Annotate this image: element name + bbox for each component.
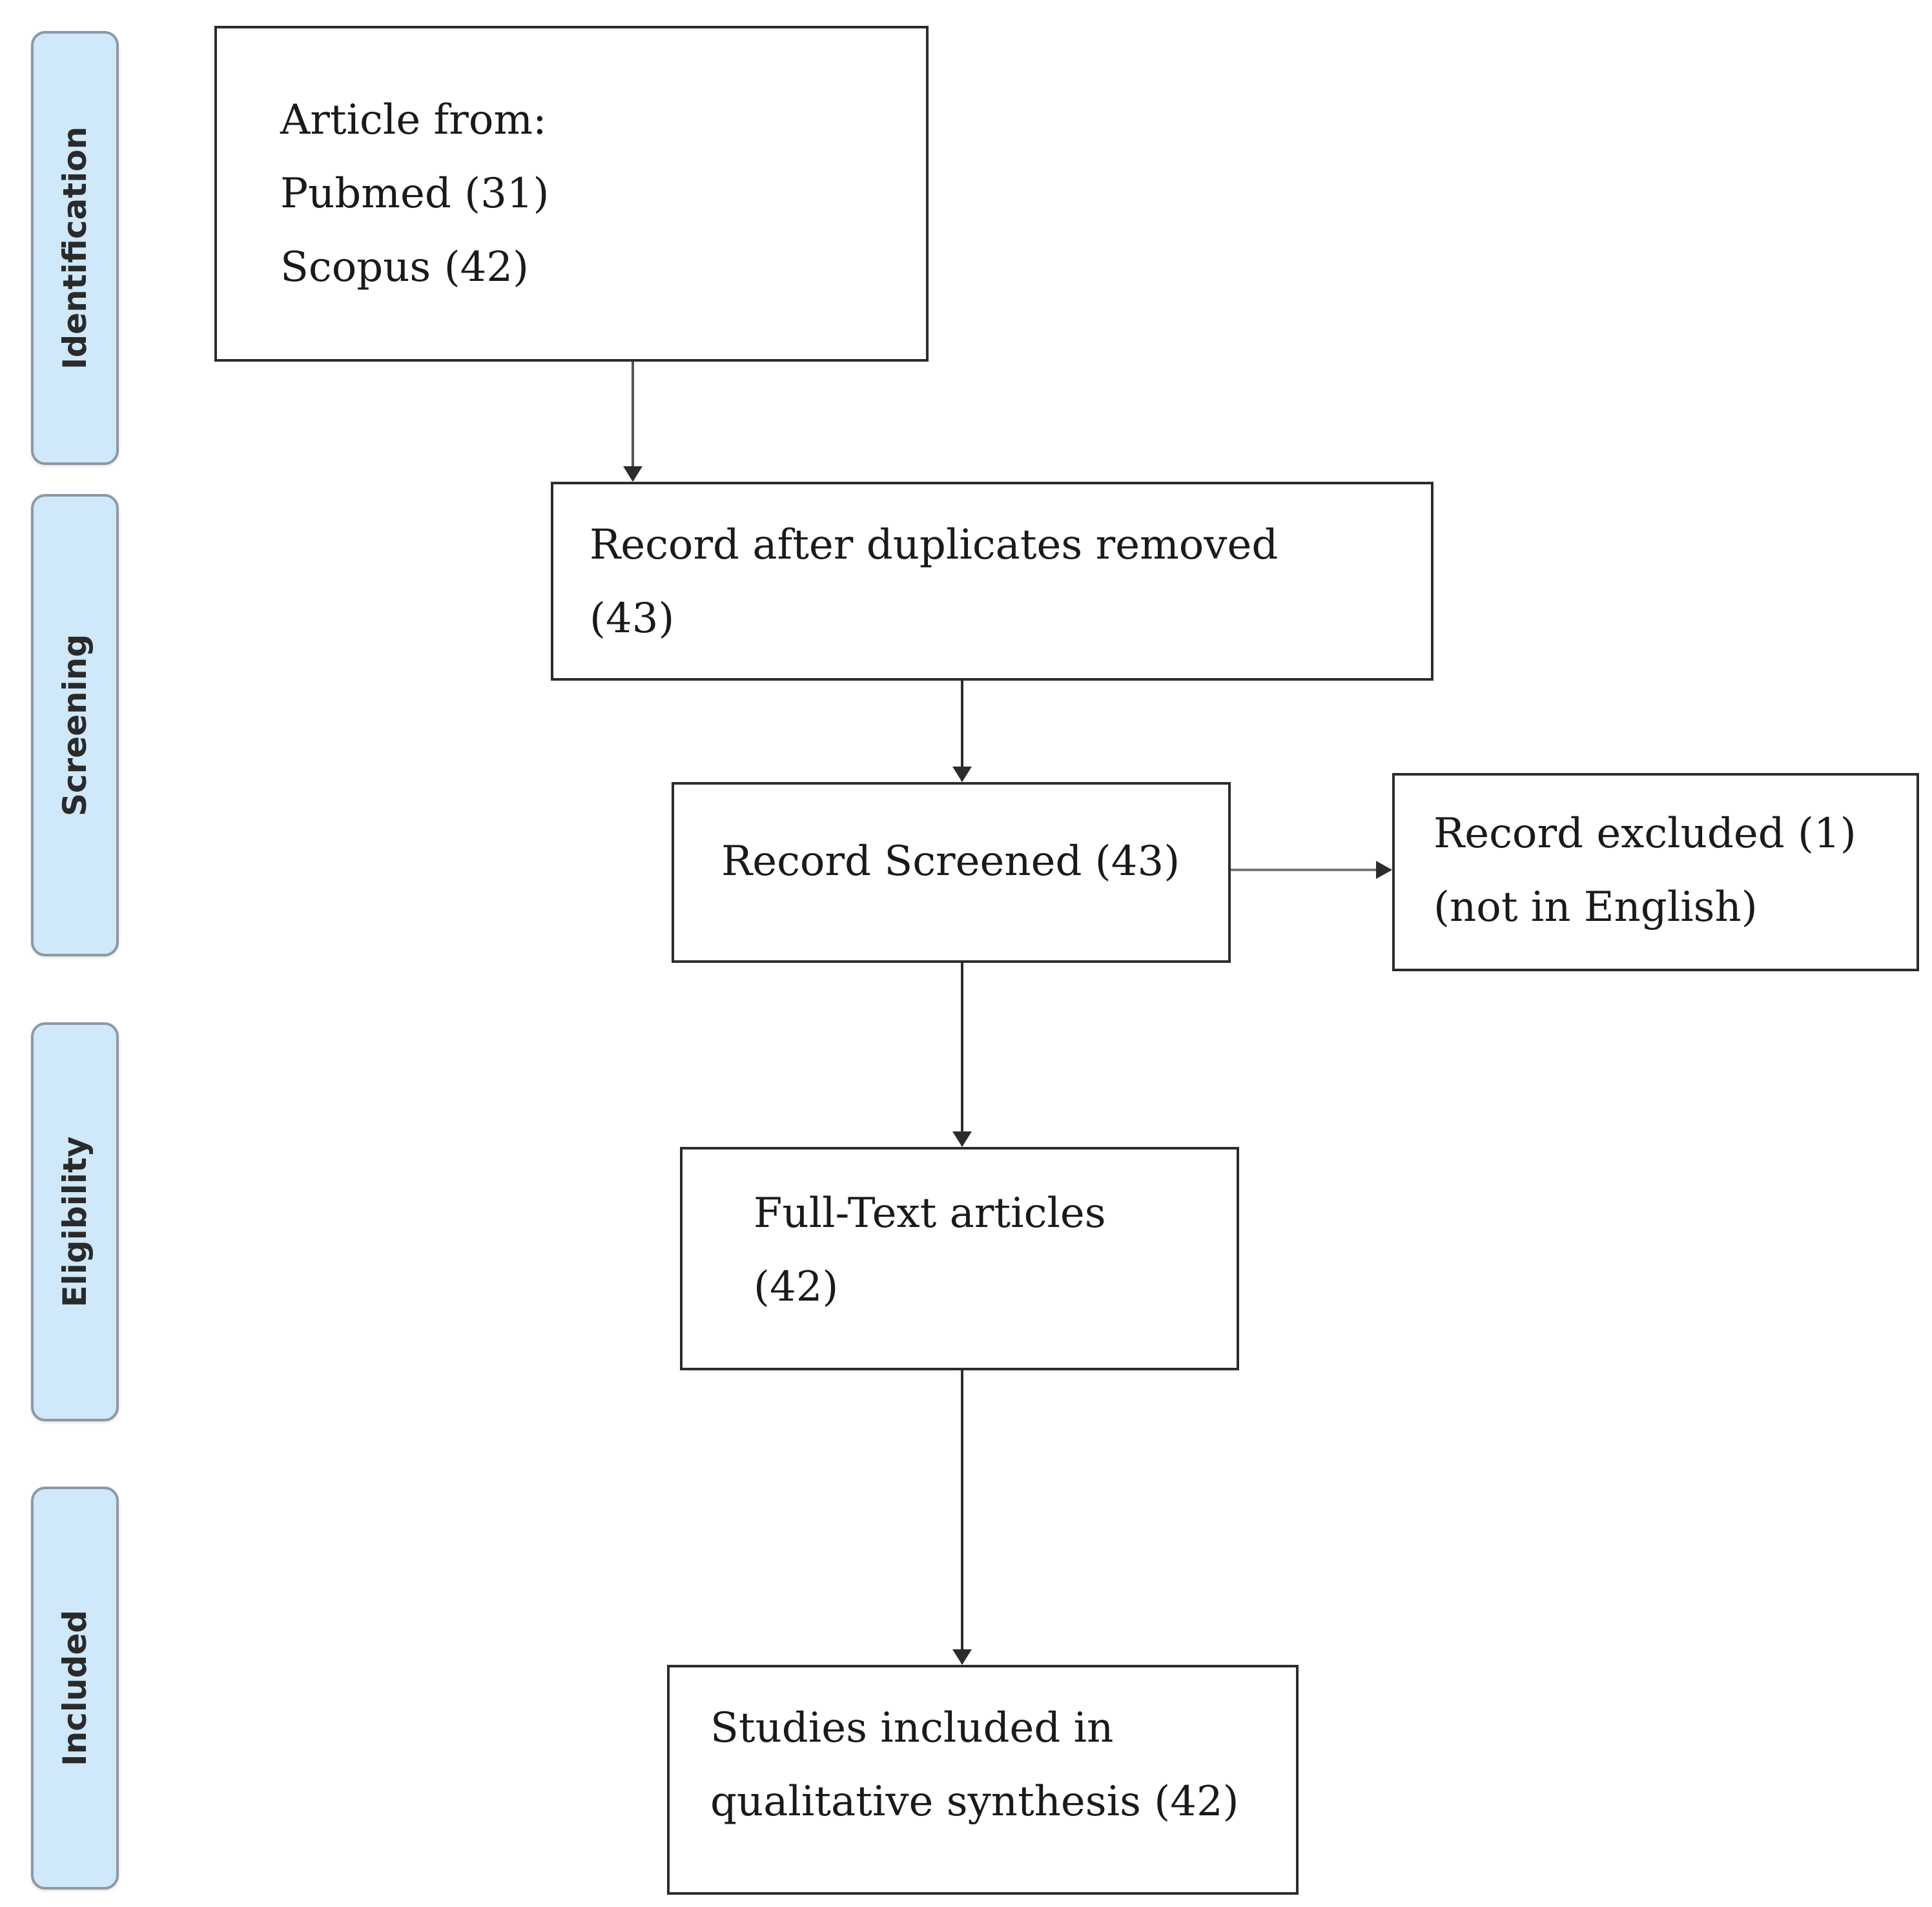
record-excluded-line-1: Record excluded (1) (1434, 810, 1856, 858)
record-excluded-box: Record excluded (1) (not in English) (1392, 773, 1919, 971)
full-text-box: Full-Text articles (42) (680, 1147, 1239, 1370)
identification-box-text: Article from: Pubmed (31) Scopus (42) (280, 83, 550, 304)
stage-label-screening: Screening (56, 634, 94, 817)
identification-line-1: Article from: (280, 96, 547, 144)
duplicates-removed-box: Record after duplicates removed (43) (551, 482, 1434, 681)
duplicates-removed-box-text: Record after duplicates removed (43) (590, 508, 1278, 655)
record-excluded-box-text: Record excluded (1) (not in English) (1434, 797, 1856, 944)
arrowhead-screened-to-excluded (1376, 861, 1392, 879)
arrowhead-full-text-to-included (952, 1649, 972, 1665)
full-text-line-1: Full-Text articles (754, 1190, 1106, 1237)
identification-line-2: Pubmed (31) (280, 170, 550, 218)
duplicates-removed-line-2: (43) (590, 595, 675, 643)
duplicates-removed-line-1: Record after duplicates removed (590, 521, 1279, 569)
full-text-box-text: Full-Text articles (42) (754, 1177, 1106, 1324)
stage-tab-eligibility: Eligibility (31, 1022, 119, 1421)
stage-tab-screening: Screening (31, 494, 119, 956)
identification-box: Article from: Pubmed (31) Scopus (42) (214, 26, 929, 362)
arrowhead-screened-to-full-text (952, 1131, 972, 1147)
studies-included-box: Studies included in qualitative synthesi… (667, 1665, 1299, 1895)
studies-included-line-2: qualitative synthesis (42) (710, 1778, 1239, 1826)
studies-included-box-text: Studies included in qualitative synthesi… (710, 1691, 1239, 1839)
full-text-line-2: (42) (754, 1263, 839, 1311)
record-screened-box-text: Record Screened (43) (721, 825, 1180, 898)
record-screened-line-1: Record Screened (43) (721, 838, 1180, 885)
stage-tab-included: Included (31, 1487, 119, 1890)
studies-included-line-1: Studies included in (710, 1704, 1114, 1752)
arrowhead-identification-to-duplicates (623, 466, 642, 482)
stage-tab-identification: Identification (31, 31, 119, 465)
arrowhead-duplicates-to-screened (952, 767, 972, 782)
record-screened-box: Record Screened (43) (672, 782, 1231, 963)
identification-line-3: Scopus (42) (280, 243, 529, 291)
stage-label-included: Included (56, 1609, 94, 1767)
stage-label-eligibility: Eligibility (56, 1136, 94, 1308)
stage-label-identification: Identification (56, 126, 94, 370)
record-excluded-line-2: (not in English) (1434, 883, 1758, 931)
